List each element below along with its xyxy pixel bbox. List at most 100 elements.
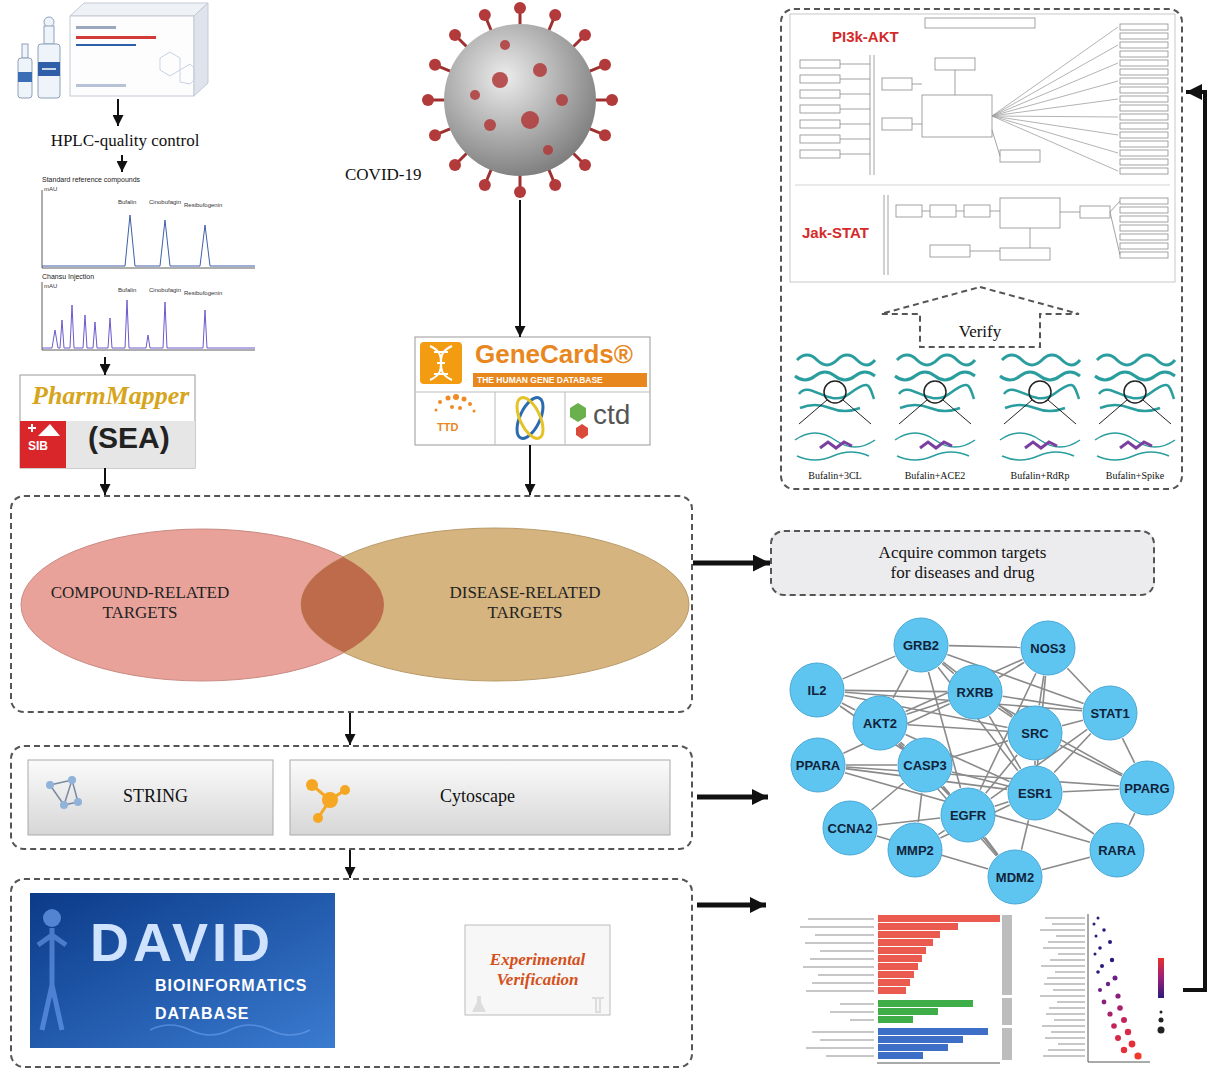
- node-text: SRC: [1021, 726, 1048, 741]
- verify-arrow: Verify: [880, 286, 1080, 348]
- node-text: MDM2: [996, 870, 1034, 885]
- node-text: Jak-STAT: [802, 224, 869, 241]
- node-text: MMP2: [896, 843, 934, 858]
- gene-node: MDM2: [987, 849, 1043, 905]
- node-text: STAT1: [1090, 706, 1129, 721]
- flow-arrow: [349, 850, 351, 878]
- docking-image: [1095, 355, 1175, 460]
- node-text: THE HUMAN GENE DATABASE: [477, 375, 603, 385]
- node-text: PPARG: [1124, 781, 1169, 796]
- node-text: Bufalin+3CL: [790, 470, 880, 481]
- interaction-line: [1021, 820, 1028, 850]
- flow-arrow: [104, 468, 106, 495]
- node-text: RXRB: [957, 685, 994, 700]
- gene-node: CASP3: [897, 737, 953, 793]
- node-text: PI3k-AKT: [832, 28, 899, 45]
- gene-node: NOS3: [1020, 620, 1076, 676]
- node-text: COMPOUND-RELATED TARGETS: [40, 583, 240, 623]
- interaction-line: [908, 725, 1007, 731]
- node-text: Experimental Verification: [457, 950, 618, 990]
- gene-node: CCNA2: [822, 800, 878, 856]
- tool-box: Cytoscape: [290, 760, 670, 835]
- flow-arrow: [697, 795, 768, 800]
- pathway-map: PI3k-AKT Jak-STAT: [790, 14, 1175, 282]
- node-text: DAVID: [90, 911, 274, 973]
- result-box: Acquire common targets for diseases and …: [770, 530, 1155, 596]
- peak-label: Resibufogenin: [184, 202, 222, 208]
- flow-arrow: [519, 200, 521, 337]
- interaction-line: [893, 670, 908, 698]
- flow-arrow: [529, 445, 531, 495]
- gene-node: RARA: [1089, 822, 1145, 878]
- node-text: Bufalin+ACE2: [890, 470, 980, 481]
- node-text: CCNA2: [828, 821, 873, 836]
- flow-arrow: [697, 903, 766, 908]
- verification-panel: PI3k-AKT Jak-STAT VerifyBufalin+3CL Bufalin…: [780, 8, 1183, 490]
- interaction-line: [938, 830, 944, 834]
- node-text: Acquire common targets for diseases and …: [870, 543, 1055, 583]
- node-text: PharmMapper: [32, 381, 189, 411]
- interaction-line: [1060, 745, 1122, 775]
- interaction-line: [949, 646, 1020, 648]
- flow-arrow: [104, 357, 106, 375]
- flow-arrow: [349, 713, 351, 745]
- peak-label: Bufalin: [118, 199, 136, 205]
- gene-node: PPARG: [1119, 760, 1175, 816]
- tool-box: Experimental Verification: [457, 925, 618, 1015]
- gene-node: PPARA: [790, 737, 846, 793]
- virus-illustration: [422, 2, 618, 198]
- tool-box: STRING: [28, 760, 273, 835]
- interaction-line: [846, 767, 1119, 786]
- node-text: COVID-19: [345, 165, 422, 185]
- gene-node: AKT2: [852, 695, 908, 751]
- node-text: PPARA: [796, 758, 841, 773]
- interaction-line: [1122, 738, 1134, 763]
- database-logo: GeneCards® THE HUMAN GENE DATABASE TTD ctd: [415, 337, 650, 445]
- flow-arrow: [693, 561, 770, 566]
- genecards-logo-art: [415, 337, 650, 445]
- node-text: CASP3: [903, 758, 946, 773]
- gene-node: MMP2: [887, 822, 943, 878]
- peak-label: mAU: [44, 186, 57, 192]
- virus-figure: COVID-19: [330, 10, 610, 200]
- gene-node: IL2: [789, 662, 845, 718]
- node-text: GeneCards®: [475, 339, 633, 370]
- node-text: Verify: [920, 322, 1040, 342]
- gene-node: EGFR: [940, 787, 996, 843]
- node-text: HPLC-quality control: [51, 131, 200, 151]
- node-text: SIB: [28, 439, 48, 453]
- interaction-line: [1034, 761, 1036, 765]
- node-text: DISEASE-RELATED TARGETS: [425, 583, 625, 623]
- pharmmapper-logo-art: [20, 375, 195, 468]
- gene-node: SRC: [1007, 705, 1063, 761]
- pathway-map-art: [790, 14, 1175, 282]
- interaction-line: [1063, 789, 1119, 792]
- node-text: TTD: [437, 421, 458, 433]
- interaction-line: [1129, 813, 1135, 825]
- interaction-line: [1058, 809, 1094, 834]
- docking-panel: Bufalin+3CLBufalin+ACE2Bufalin+RdRpBufal…: [788, 348, 1180, 484]
- venn-panel: COMPOUND-RELATED TARGETS DISEASE-RELATED …: [10, 495, 693, 713]
- interaction-line: [1042, 857, 1090, 870]
- node-text: EGFR: [950, 808, 986, 823]
- node-text: Cytoscape: [440, 786, 515, 807]
- kegg-bubble-chart: [1040, 914, 1165, 1062]
- node-text: ctd: [593, 399, 630, 431]
- node-text: Bufalin+RdRp: [995, 470, 1085, 481]
- node-text: BIOINFORMATICS: [155, 977, 307, 995]
- network-tools-panel: STRING Cytoscape: [10, 745, 693, 850]
- docking-image: [895, 355, 975, 460]
- peak-label: mAU: [44, 283, 57, 289]
- node-text: AKT2: [863, 716, 897, 731]
- interaction-line: [918, 793, 921, 822]
- node-text: ESR1: [1018, 786, 1052, 801]
- product-photo: [18, 3, 208, 98]
- interaction-line: [995, 802, 1009, 807]
- node-text: (SEA): [88, 421, 170, 455]
- node-text: GRB2: [903, 638, 939, 653]
- string-logo-art: [28, 760, 670, 835]
- chromatogram-art: [42, 190, 255, 350]
- venn-set: DISEASE-RELATED TARGETS: [300, 527, 690, 682]
- gene-node: ESR1: [1007, 765, 1063, 821]
- step-label: HPLC-quality control: [30, 127, 220, 155]
